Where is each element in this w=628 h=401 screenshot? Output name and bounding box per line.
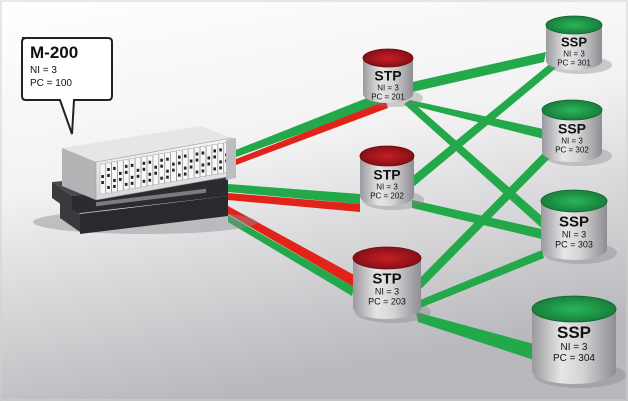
device-ni: NI = 3 [30, 65, 57, 76]
node-pc: PC = 301 [557, 58, 591, 67]
link-layer [228, 52, 556, 360]
node-ni: NI = 3 [561, 342, 588, 353]
node-pc: PC = 203 [368, 296, 406, 306]
link-device-stp1-red [228, 101, 388, 168]
node-pc: PC = 302 [555, 145, 589, 154]
node-name: SSP [561, 34, 587, 49]
node-ni: NI = 3 [375, 286, 399, 296]
node-ni: NI = 3 [562, 229, 586, 239]
node-name: STP [372, 270, 401, 287]
node-name: STP [373, 166, 400, 182]
node-pc: PC = 201 [371, 92, 405, 101]
link-device-stp2-red [228, 193, 360, 212]
node-ni: NI = 3 [377, 83, 399, 92]
node-pc: PC = 202 [370, 191, 404, 200]
node-pc: PC = 303 [555, 239, 593, 249]
node-ni: NI = 3 [563, 49, 585, 58]
node-name: SSP [557, 323, 591, 342]
link-stp3-ssp4 [416, 312, 534, 360]
device-callout: M-200 NI = 3 PC = 100 [21, 37, 113, 135]
link-device-stp2 [228, 184, 360, 204]
link-stp2-ssp1 [408, 62, 556, 188]
link-device-stp3-red [228, 206, 356, 287]
device-name: M-200 [30, 43, 78, 62]
device-pc: PC = 100 [30, 78, 72, 89]
node-ni: NI = 3 [561, 136, 583, 145]
node-name: SSP [559, 213, 589, 230]
node-ni: NI = 3 [376, 182, 398, 191]
link-stp1-ssp1 [412, 52, 546, 92]
link-device-stp1 [228, 92, 386, 160]
node-pc: PC = 304 [553, 353, 595, 364]
link-device-stp3 [228, 215, 354, 296]
link-stp1-ssp2 [410, 100, 548, 140]
link-stp3-ssp3 [420, 250, 544, 308]
node-name: STP [374, 67, 401, 83]
rack-chassis-icon[interactable] [33, 126, 257, 234]
link-stp3-ssp2 [412, 148, 552, 292]
node-name: SSP [558, 120, 586, 136]
link-stp1-ssp3 [404, 100, 552, 232]
